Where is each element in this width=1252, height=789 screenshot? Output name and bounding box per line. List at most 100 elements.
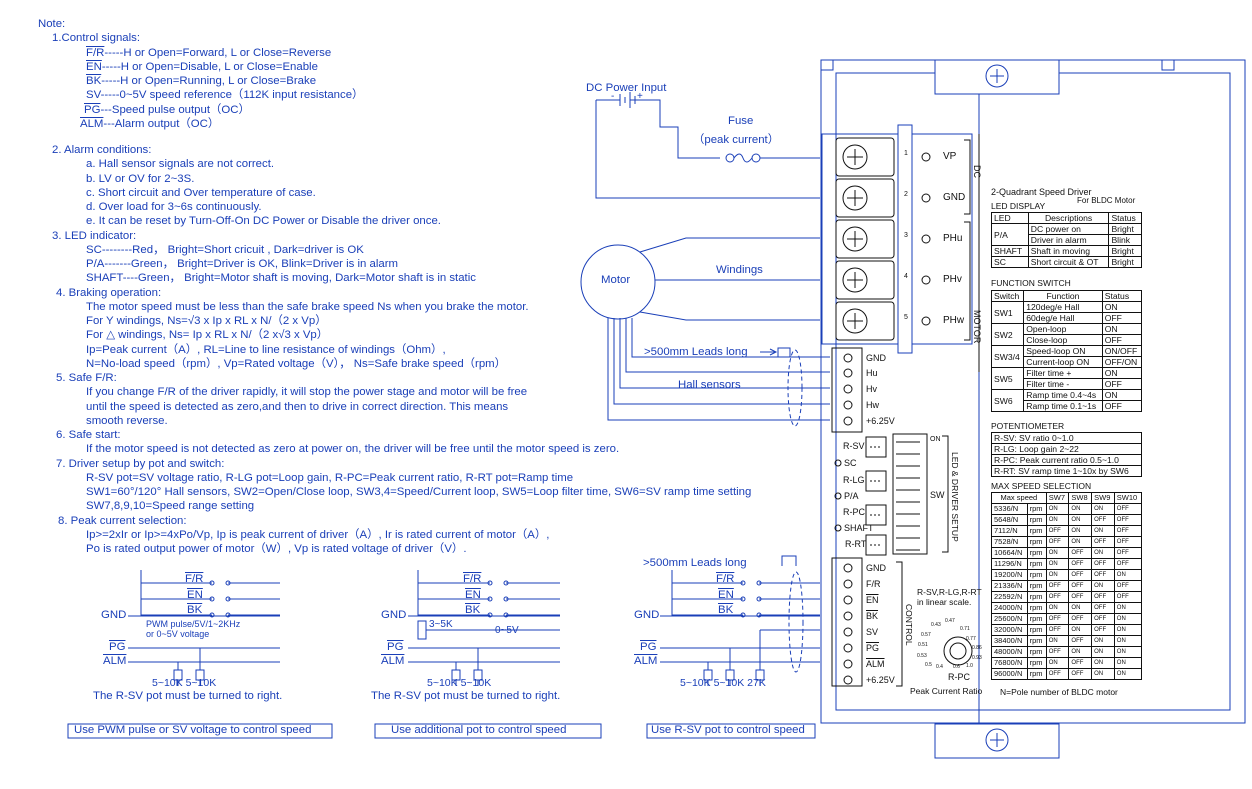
motor-circle <box>580 244 656 320</box>
rrt-label: R-RT <box>845 539 867 549</box>
ex3-fr: F/R <box>716 573 735 585</box>
terminal-barrier <box>897 124 913 354</box>
notes-s7-l1: R-SV pot=SV voltage ratio, R-LG pot=Loop… <box>86 471 574 484</box>
ex1-caption: Use PWM pulse or SV voltage to control s… <box>74 724 312 736</box>
peak-current-label: （peak current） <box>693 134 780 146</box>
screw-terminal-5 <box>835 301 931 341</box>
speed-cell: ON <box>1091 503 1115 515</box>
sw-label: SW <box>930 490 945 500</box>
speed-cell: ON <box>1113 602 1143 614</box>
speed-cell: OFF <box>1045 646 1070 658</box>
max-speed-title: MAX SPEED SELECTION <box>991 481 1092 491</box>
speed-cell: 38400/N <box>991 635 1028 647</box>
screw-terminal-2 <box>835 178 931 218</box>
speed-cell: ON <box>1045 514 1070 526</box>
notes-s4-title: 4. Braking operation: <box>56 286 162 299</box>
notes-s1-l3: BK-----H or Open=Running, L or Close=Bra… <box>86 75 317 87</box>
ex1-pwm1: PWM pulse/5V/1~2KHz <box>146 619 241 629</box>
speed-cell: ON <box>1113 613 1143 625</box>
ex2-turn-right: The R-SV pot must be turned to right. <box>371 690 561 702</box>
speed-cell: rpm <box>1026 646 1047 658</box>
function-switch-title: FUNCTION SWITCH <box>991 278 1071 288</box>
hall-connector <box>831 347 863 433</box>
ctrl-pin-sv: SV <box>866 627 879 637</box>
speed-cell: ON <box>1113 657 1143 669</box>
ctrl-pin-alm: ALM <box>866 659 885 669</box>
led-display-title: LED DISPLAY <box>991 201 1046 211</box>
speed-cell: 96000/N <box>991 668 1028 680</box>
speed-cell: rpm <box>1026 558 1047 570</box>
peak-current-ratio-label: Peak Current Ratio <box>910 686 983 696</box>
speed-cell: OFF <box>1091 536 1115 548</box>
notes-s7-l3: SW7,8,9,10=Speed range setting <box>86 500 255 513</box>
speed-cell: OFF <box>1068 657 1093 669</box>
speed-cell: ON <box>1091 580 1115 592</box>
notes-s4-l3: For △ windings, Ns= Ip x RL x N/（2 x√3 x… <box>86 329 329 342</box>
speed-cell: OFF <box>1045 580 1070 592</box>
speed-cell: 25600/N <box>991 613 1028 625</box>
speed-cell: OFF <box>1091 569 1115 581</box>
ex3-alm: ALM <box>634 655 658 667</box>
ex2-fr: F/R <box>463 573 482 585</box>
speed-cell: OFF <box>1045 536 1070 548</box>
notes-s2-c: c. Short circuit and Over temperature of… <box>86 186 316 199</box>
ex2-en: EN <box>465 589 481 601</box>
ctrl-pin-fr: F/R <box>866 579 881 589</box>
ex3-caption: Use R-SV pot to control speed <box>651 724 805 736</box>
terminal-num-1: 1 <box>904 150 908 157</box>
ex1-fr: F/R <box>185 573 204 585</box>
notes-s5-l3: smooth reverse. <box>86 414 168 427</box>
speed-cell: ON <box>1068 503 1093 515</box>
speed-cell: 10664/N <box>991 547 1028 559</box>
speed-cell: ON <box>1091 525 1115 537</box>
potentiometer-title: POTENTIOMETER <box>991 421 1065 431</box>
rlg-label: R-LG <box>843 475 865 485</box>
table-row: R-LG: Loop gain 2~22 <box>991 443 1142 455</box>
ex2-caption: Use additional pot to control speed <box>391 724 567 736</box>
speed-cell: ON <box>1068 646 1093 658</box>
notes-s5-l2: until the speed is detected as zero,and … <box>86 400 509 413</box>
notes-title: Note: <box>38 18 66 30</box>
ex3-resistors: 5~10K 5~10K 27K <box>680 677 766 689</box>
notes-s4-l1: The motor speed must be less than the sa… <box>86 300 529 313</box>
linear-scale-note: R-SV,R-LG,R-RT in linear scale. <box>917 587 982 607</box>
notes-s5-l1: If you change F/R of the driver rapidly,… <box>86 386 528 399</box>
ex2-pg: PG <box>387 641 404 653</box>
top-mount-hole <box>985 64 1009 88</box>
pot-rlg <box>865 470 887 492</box>
speed-cell: 24000/N <box>991 602 1028 614</box>
speed-cell: rpm <box>1026 635 1047 647</box>
rpc-dial <box>943 636 973 666</box>
notes-s8-title: 8. Peak current selection: <box>58 514 187 527</box>
rsv-label: R-SV <box>843 441 865 451</box>
speed-cell: OFF <box>1068 591 1093 603</box>
dial-mark-4: 0.77 <box>966 636 976 642</box>
ctrl-pin-pg: PG <box>866 643 880 653</box>
ctrl-pin-6v25: +6.25V <box>866 675 895 685</box>
speed-cell: OFF <box>1091 602 1115 614</box>
speed-cell: 21336/N <box>991 580 1028 592</box>
speed-cell: 5648/N <box>991 514 1028 526</box>
screw-terminal-4 <box>835 260 931 300</box>
speed-cell: ON <box>1045 657 1070 669</box>
dc-plus-label: + <box>637 91 643 102</box>
pot-rrt <box>865 534 887 556</box>
ex3-bk: BK <box>718 604 734 616</box>
speed-cell: ON <box>1113 646 1143 658</box>
notes-s3-title: 3. LED indicator: <box>52 229 137 242</box>
speed-cell: ON <box>1045 503 1070 515</box>
speed-cell: OFF <box>1113 525 1143 537</box>
speed-cell: rpm <box>1026 580 1047 592</box>
dial-mark-8: 0.93 <box>972 655 982 661</box>
notes-s4-l5: N=No-load speed（rpm）, Vp=Rated voltage（V… <box>86 357 507 370</box>
